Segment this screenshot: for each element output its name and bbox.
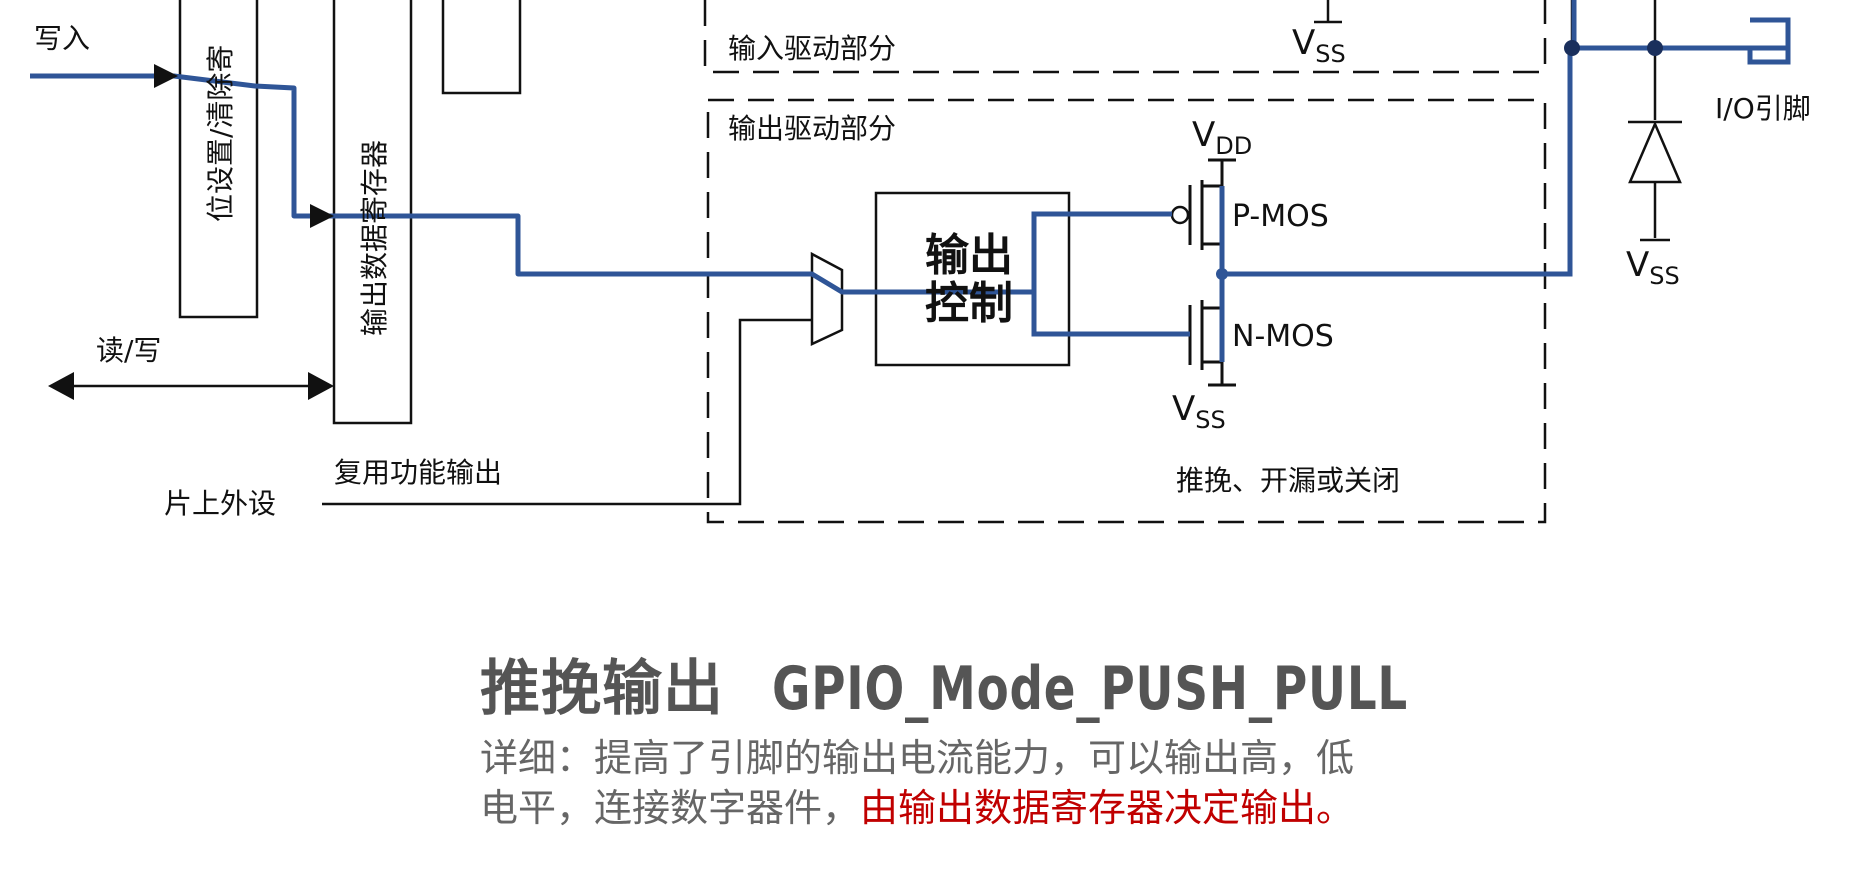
- label-vdd: VDD: [1192, 115, 1252, 160]
- node-dot-pin-2: [1647, 40, 1663, 56]
- label-pmos: P-MOS: [1232, 199, 1329, 234]
- node-dot-drain: [1216, 268, 1228, 280]
- io-pin-box: [1747, 17, 1791, 65]
- alt-function-line: [322, 318, 812, 506]
- desc-line-1: 详细：提高了引脚的输出电流能力，可以输出高，低: [480, 736, 1355, 780]
- signal-path-gate-p: [1031, 211, 1172, 292]
- output-mux: [810, 251, 844, 346]
- read-write-arrow-right: [308, 372, 334, 400]
- label-onchip-peripheral: 片上外设: [164, 487, 276, 520]
- signal-path-input: [30, 73, 1034, 295]
- label-output-control-1: 输出: [925, 230, 1013, 281]
- caption: 推挽输出 GPIO_Mode_PUSH_PULL 详细：提高了引脚的输出电流能力，…: [480, 640, 1480, 833]
- desc-line-2: 电平，连接数字器件，由输出数据寄存器决定输出。: [480, 783, 1480, 833]
- label-push-pull-opendrain-off: 推挽、开漏或关闭: [1176, 464, 1400, 497]
- node-dot-pin-1: [1564, 40, 1580, 56]
- signal-path-gate-n: [1031, 292, 1190, 337]
- label-read-write: 读/写: [96, 334, 161, 367]
- mode-title-cn: 推挽输出: [480, 654, 724, 724]
- label-vss-mos: VSS: [1172, 389, 1226, 434]
- label-nmos: N-MOS: [1232, 319, 1334, 354]
- protection-diode: [1628, 120, 1682, 184]
- mode-title: 推挽输出 GPIO_Mode_PUSH_PULL: [480, 640, 1480, 727]
- signal-path-output: [1222, 45, 1788, 277]
- label-bit-set-reset-register: 位设置/清除寄: [204, 45, 237, 222]
- write-arrow: [154, 64, 178, 88]
- input-driver-section-box: [703, 0, 1547, 74]
- label-write: 写入: [34, 22, 90, 55]
- output-driver-section-box: [706, 98, 1547, 524]
- label-output-control-2: 控制: [925, 278, 1013, 329]
- label-alt-function-output: 复用功能输出: [334, 456, 502, 489]
- label-vss-diode: VSS: [1626, 245, 1680, 290]
- label-input-driver-section: 输入驱动部分: [728, 32, 896, 65]
- input-data-register-box: [441, 0, 522, 95]
- label-io-pin: I/O引脚: [1715, 92, 1811, 125]
- register-arrow: [310, 204, 334, 228]
- desc-line-2-highlight: 由输出数据寄存器决定输出。: [860, 786, 1355, 830]
- label-output-driver-section: 输出驱动部分: [728, 112, 896, 145]
- gpio-push-pull-diagram: 写入 读/写 片上外设 复用功能输出 输入驱动部分 输出驱动部分 推挽、开漏或关…: [30, 0, 1811, 524]
- bit-set-reset-register-box: [178, 0, 259, 319]
- mode-title-constant: GPIO_Mode_PUSH_PULL: [772, 654, 1409, 724]
- read-write-arrow-left: [48, 372, 74, 400]
- pmos-transistor: [1170, 160, 1224, 250]
- output-data-register-box: [332, 0, 413, 425]
- label-vss-input: VSS: [1292, 23, 1346, 68]
- nmos-transistor: [1188, 300, 1224, 385]
- mode-description: 详细：提高了引脚的输出电流能力，可以输出高，低 电平，连接数字器件，由输出数据寄…: [480, 733, 1480, 833]
- desc-line-2-normal: 电平，连接数字器件，: [480, 786, 861, 830]
- label-output-data-register: 输出数据寄存器: [358, 140, 391, 336]
